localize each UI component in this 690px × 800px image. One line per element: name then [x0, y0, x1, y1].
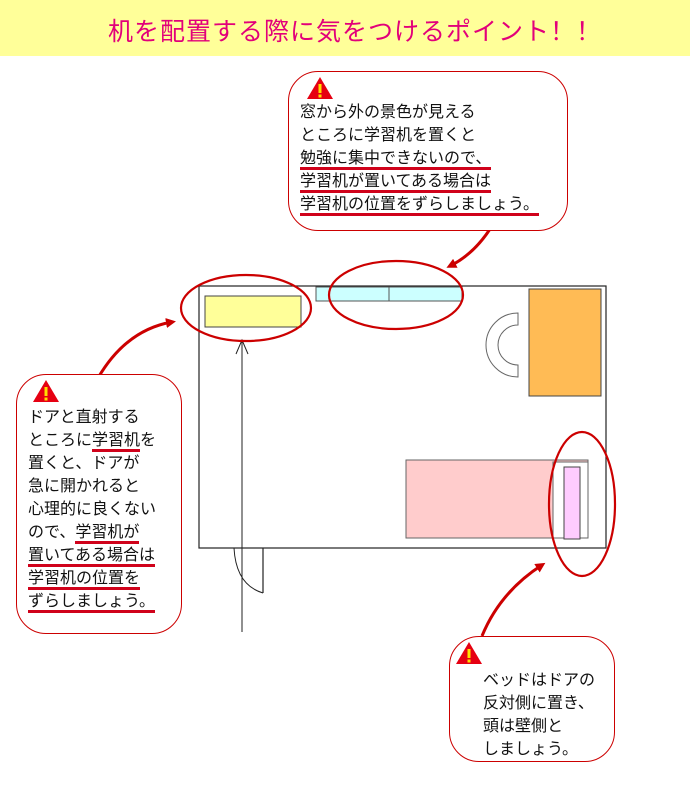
- warning-triangle-icon: [456, 642, 482, 664]
- note-line: ところに学習机を置くと: [300, 125, 477, 144]
- note-line: 置くと、ドアが: [28, 453, 140, 472]
- chair: [485, 312, 519, 378]
- bed: [405, 459, 589, 540]
- desk-highlight-circle: [179, 273, 313, 343]
- note-line: しましょう。: [483, 739, 579, 758]
- note-line: 置いてある場合は: [28, 545, 156, 567]
- note-line: ずらしましょう。: [28, 591, 156, 613]
- window-highlight-circle: [327, 259, 465, 331]
- note-line: 学習机の位置を: [28, 568, 141, 590]
- cabinet: [528, 288, 602, 397]
- bed-note-arrow: [480, 562, 546, 637]
- note-line: 心理的に良くない: [28, 499, 157, 518]
- note-line: を: [140, 430, 157, 449]
- pillow: [563, 466, 581, 540]
- note-line: 学習机の位置をずらしましょう。: [300, 194, 540, 216]
- bed-note-text: ベッドはドアの 反対側に置き、 頭は壁側と しましょう。: [483, 668, 595, 760]
- note-line: ベッドはドアの: [483, 670, 596, 689]
- study-desk: [204, 295, 302, 328]
- note-line: ので、: [28, 522, 76, 541]
- note-line: 学習机が置いてある場合は: [300, 171, 492, 193]
- warning-triangle-icon: [307, 77, 333, 99]
- door-sightline-arrow: [235, 338, 249, 632]
- door-warning-note: [16, 374, 182, 634]
- note-line: 急に開かれると: [28, 476, 141, 495]
- room-walls: [198, 285, 607, 549]
- bed-head-highlight-circle: [547, 430, 617, 578]
- note-line: 窓から外の景色が見える: [300, 102, 476, 121]
- door-note-arrow: [96, 318, 176, 379]
- note-line: 反対側に置き、: [483, 693, 594, 712]
- door: [233, 547, 264, 594]
- title-banner: 机を配置する際に気をつけるポイント！！: [0, 0, 690, 56]
- window: [315, 286, 463, 302]
- note-highlight: 学習机が: [75, 522, 140, 544]
- note-line: ところに: [28, 430, 93, 449]
- door-note-text: ドアと直射する ところに学習机を 置くと、ドアが 急に開かれると 心理的に良くな…: [28, 405, 157, 613]
- window-note-text: 窓から外の景色が見える ところに学習机を置くと 勉強に集中できないので、 学習机…: [300, 100, 540, 216]
- note-line: ドアと直射する: [28, 407, 140, 426]
- window-warning-note: [288, 71, 568, 231]
- page-title: 机を配置する際に気をつけるポイント！！: [108, 17, 603, 46]
- note-line: 勉強に集中できないので、: [300, 148, 492, 170]
- note-highlight: 学習机: [92, 430, 141, 452]
- note-line: 頭は壁側と: [483, 716, 564, 735]
- warning-triangle-icon: [33, 380, 59, 402]
